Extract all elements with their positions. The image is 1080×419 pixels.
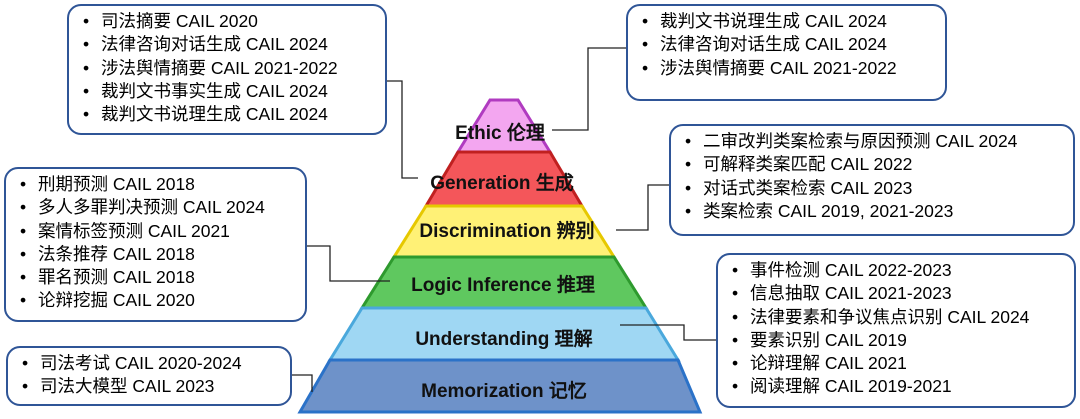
list-item: 阅读理解 CAIL 2019-2021	[732, 375, 1064, 398]
tier-label-discrimination: Discrimination 辨别	[419, 221, 595, 242]
list-item: 对话式类案检索 CAIL 2023	[685, 177, 1063, 200]
list-item: 法律咨询对话生成 CAIL 2024	[642, 33, 935, 56]
list-item: 类案检索 CAIL 2019, 2021-2023	[685, 200, 1063, 223]
list-item: 罪名预测 CAIL 2018	[20, 266, 295, 289]
list-item: 信息抽取 CAIL 2021-2023	[732, 282, 1064, 305]
list-item: 司法摘要 CAIL 2020	[83, 10, 375, 33]
list-item: 法条推荐 CAIL 2018	[20, 243, 295, 266]
list-item: 法律咨询对话生成 CAIL 2024	[83, 33, 375, 56]
connector-discrimination	[616, 184, 670, 231]
list-item: 论辩理解 CAIL 2021	[732, 352, 1064, 375]
discrimination-task-box: 二审改判类案检索与原因预测 CAIL 2024 可解释类案匹配 CAIL 202…	[669, 124, 1075, 236]
generation-task-box: 司法摘要 CAIL 2020 法律咨询对话生成 CAIL 2024 涉法舆情摘要…	[67, 4, 387, 135]
list-item: 裁判文书说理生成 CAIL 2024	[83, 103, 375, 126]
list-item: 刑期预测 CAIL 2018	[20, 173, 295, 196]
list-item: 案情标签预测 CAIL 2021	[20, 220, 295, 243]
list-item: 法律要素和争议焦点识别 CAIL 2024	[732, 306, 1064, 329]
connector-ethic	[552, 47, 626, 131]
connector-memorization	[292, 374, 313, 392]
list-item: 要素识别 CAIL 2019	[732, 329, 1064, 352]
list-item: 涉法舆情摘要 CAIL 2021-2022	[83, 57, 375, 80]
list-item: 多人多罪判决预测 CAIL 2024	[20, 196, 295, 219]
list-item: 裁判文书说理生成 CAIL 2024	[642, 10, 935, 33]
list-item: 司法大模型 CAIL 2023	[22, 375, 280, 398]
tier-label-logic: Logic Inference 推理	[411, 275, 595, 296]
ethic-task-box: 裁判文书说理生成 CAIL 2024 法律咨询对话生成 CAIL 2024 涉法…	[626, 4, 947, 101]
tier-label-memorization: Memorization 记忆	[421, 381, 587, 402]
connector-generation	[386, 80, 418, 179]
list-item: 事件检测 CAIL 2022-2023	[732, 259, 1064, 282]
list-item: 论辩挖掘 CAIL 2020	[20, 289, 295, 312]
list-item: 涉法舆情摘要 CAIL 2021-2022	[642, 57, 935, 80]
logic-task-box: 刑期预测 CAIL 2018 多人多罪判决预测 CAIL 2024 案情标签预测…	[4, 167, 307, 322]
tier-label-understanding: Understanding 理解	[415, 329, 593, 350]
memorization-task-box: 司法考试 CAIL 2020-2024 司法大模型 CAIL 2023	[6, 346, 292, 406]
understanding-task-box: 事件检测 CAIL 2022-2023 信息抽取 CAIL 2021-2023 …	[716, 253, 1076, 408]
tier-memorization	[297, 358, 703, 414]
list-item: 二审改判类案检索与原因预测 CAIL 2024	[685, 130, 1063, 153]
tier-label-generation: Generation 生成	[430, 173, 574, 194]
list-item: 可解释类案匹配 CAIL 2022	[685, 153, 1063, 176]
tier-label-ethic: Ethic 伦理	[455, 123, 545, 144]
connector-understanding	[620, 324, 716, 341]
connector-logic	[307, 245, 390, 282]
list-item: 司法考试 CAIL 2020-2024	[22, 352, 280, 375]
list-item: 裁判文书事实生成 CAIL 2024	[83, 80, 375, 103]
